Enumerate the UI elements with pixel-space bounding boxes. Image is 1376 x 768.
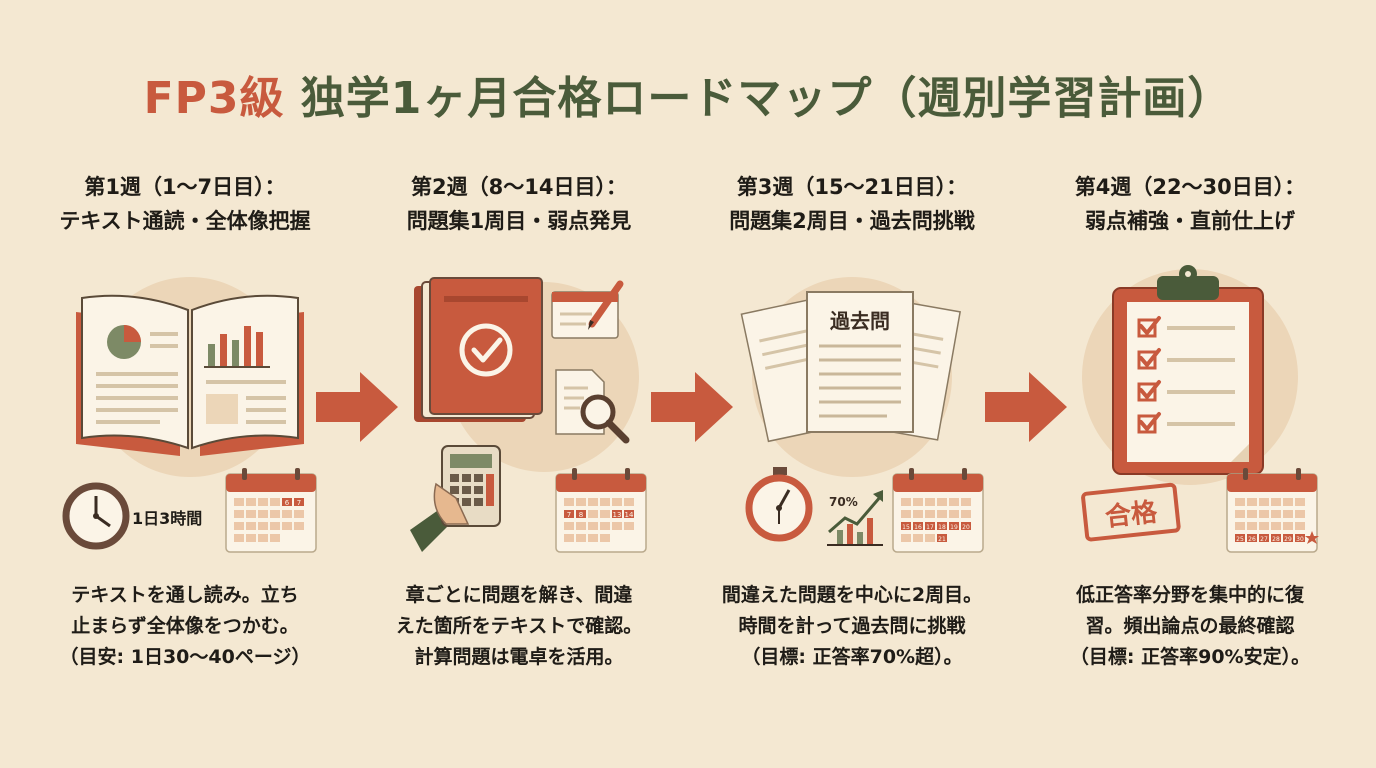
calendar-icon: 6 7 xyxy=(225,468,317,553)
title-accent: FP3級 xyxy=(143,73,285,124)
week-2-desc-line: 章ごとに問題を解き、間違 xyxy=(405,584,633,606)
week-4-heading-line2: 弱点補強・直前仕上げ xyxy=(1085,209,1295,233)
week-2-illustration: 7 8 13 14 xyxy=(410,277,647,553)
title-rest: 独学1ヶ月合格ロードマップ（週別学習計画） xyxy=(284,73,1233,124)
calendar-mark: 18 xyxy=(938,524,946,531)
week-4-desc-line: 低正答率分野を集中的に復 xyxy=(1075,584,1304,606)
week-4-heading-line1: 第4週（22〜30日目）： xyxy=(1074,175,1306,199)
calendar-mark: 20 xyxy=(962,524,970,531)
rising-chart-icon: 70% xyxy=(827,490,883,546)
calendar-icon: 25 26 27 28 29 30 xyxy=(1226,468,1319,553)
past-exam-label: 過去問 xyxy=(830,309,890,333)
calendar-mark: 15 xyxy=(902,524,910,531)
exam-papers-icon: 過去問 xyxy=(740,291,962,443)
week-2-column: 第2週（8〜14日目）： 問題集1周目・弱点発見 xyxy=(364,0,674,768)
calendar-mark: 16 xyxy=(914,524,922,531)
week-4-column: 第4週（22〜30日目）： 弱点補強・直前仕上げ xyxy=(1035,0,1345,768)
clipboard-checklist-icon xyxy=(1112,265,1264,475)
target-rate-label: 70% xyxy=(829,495,858,509)
week-3-column: 第3週（15〜21日目）： 問題集2周目・過去問挑戦 過去問 xyxy=(697,0,1007,768)
calendar-icon: 7 8 13 14 xyxy=(555,468,647,553)
week-2-heading: 第2週（8〜14日目）： 問題集1周目・弱点発見 xyxy=(364,170,674,238)
week-2-desc-line: 計算問題は電卓を活用。 xyxy=(414,646,624,668)
week-1-desc-line: テキストを通し読み。立ち xyxy=(71,584,299,606)
pencil-note-icon xyxy=(551,280,624,339)
week-4-desc-line: （目標: 正答率90%安定）。 xyxy=(1069,646,1311,668)
week-1-column: 第1週（1〜7日目）： テキスト通読・全体像把握 xyxy=(30,0,340,768)
arrow-right-icon xyxy=(316,372,398,442)
week-2-heading-line2: 問題集1周目・弱点発見 xyxy=(406,209,632,233)
calendar-mark: 13 xyxy=(613,511,622,519)
week-3-desc-line: （目標: 正答率70%超）。 xyxy=(741,646,963,668)
calendar-mark: 29 xyxy=(1284,536,1292,543)
week-4-description: 低正答率分野を集中的に復 習。頻出論点の最終確認 （目標: 正答率90%安定）。 xyxy=(1035,580,1345,673)
page-title: FP3級 独学1ヶ月合格ロードマップ（週別学習計画） xyxy=(0,62,1376,126)
calendar-mark: 26 xyxy=(1248,536,1256,543)
pass-stamp-label: 合格 xyxy=(1104,496,1160,532)
week-3-description: 間違えた問題を中心に2周目。 時間を計って過去問に挑戦 （目標: 正答率70%超… xyxy=(697,580,1007,673)
stopwatch-icon xyxy=(745,467,813,542)
week-3-desc-line: 時間を計って過去問に挑戦 xyxy=(738,615,966,637)
week-3-heading-line1: 第3週（15〜21日目）： xyxy=(736,175,968,199)
magnifier-doc-icon xyxy=(555,369,630,444)
calendar-mark: 17 xyxy=(926,524,934,531)
calendar-mark: 14 xyxy=(625,511,634,519)
calendar-icon: 15 16 17 18 19 20 21 xyxy=(892,468,984,553)
week-1-heading-line2: テキスト通読・全体像把握 xyxy=(59,209,311,233)
week-2-desc-line: えた箇所をテキストで確認。 xyxy=(395,615,643,637)
calendar-mark: 8 xyxy=(579,511,583,519)
arrow-right-icon xyxy=(985,372,1067,442)
calendar-mark: 7 xyxy=(297,499,301,507)
week-4-illustration: 合格 25 26 27 28 29 30 xyxy=(1081,265,1319,553)
week-1-desc-line: 止まらず全体像をつかむ。 xyxy=(71,615,299,637)
calendar-mark: 28 xyxy=(1272,536,1280,543)
week-1-illustration: 1日3時間 6 7 xyxy=(62,277,317,553)
clock-icon xyxy=(62,482,130,550)
week-3-desc-line: 間違えた問題を中心に2周目。 xyxy=(721,584,983,606)
week-2-heading-line1: 第2週（8〜14日目）： xyxy=(411,175,627,199)
calendar-mark: 21 xyxy=(938,536,946,543)
calendar-mark: 19 xyxy=(950,524,958,531)
week-2-description: 章ごとに問題を解き、間違 えた箇所をテキストで確認。 計算問題は電卓を活用。 xyxy=(364,580,674,673)
calendar-mark: 25 xyxy=(1236,536,1244,543)
week-1-description: テキストを通し読み。立ち 止まらず全体像をつかむ。 （目安: 1日30〜40ペー… xyxy=(30,580,340,673)
week-3-heading-line2: 問題集2周目・過去問挑戦 xyxy=(729,209,975,233)
week-3-illustration: 過去問 70% xyxy=(740,277,984,553)
arrow-right-icon xyxy=(651,372,733,442)
calculator-icon xyxy=(410,445,501,552)
calendar-mark: 7 xyxy=(567,511,571,519)
calendar-mark: 30 xyxy=(1296,536,1304,543)
calendar-mark: 6 xyxy=(285,499,290,507)
week-1-heading: 第1週（1〜7日目）： テキスト通読・全体像把握 xyxy=(30,170,340,238)
week-3-heading: 第3週（15〜21日目）： 問題集2周目・過去問挑戦 xyxy=(697,170,1007,238)
pass-stamp-icon: 合格 xyxy=(1081,482,1181,542)
calendar-mark: 27 xyxy=(1260,536,1268,543)
week-4-desc-line: 習。頻出論点の最終確認 xyxy=(1085,615,1295,637)
star-icon xyxy=(1305,531,1319,544)
daily-hours-label: 1日3時間 xyxy=(132,509,202,528)
open-book-icon xyxy=(76,294,304,456)
week-1-desc-line: （目安: 1日30〜40ページ） xyxy=(59,646,311,668)
week-4-heading: 第4週（22〜30日目）： 弱点補強・直前仕上げ xyxy=(1035,170,1345,238)
week-1-heading-line1: 第1週（1〜7日目）： xyxy=(84,175,286,199)
workbook-check-icon xyxy=(414,277,543,422)
